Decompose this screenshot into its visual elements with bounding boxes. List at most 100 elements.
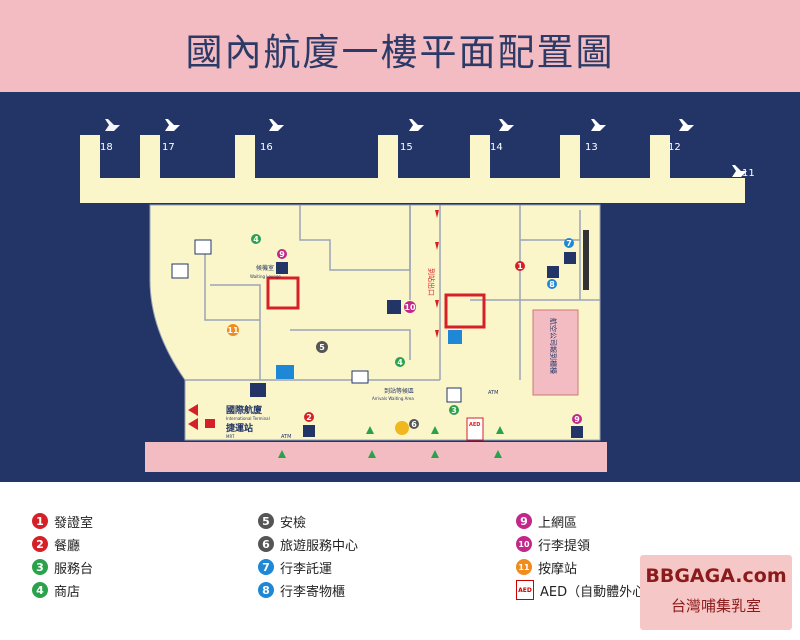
gate-label-18: 18 xyxy=(100,142,113,153)
legend-label-1: 發證室 xyxy=(54,515,94,531)
plane-icon-18 xyxy=(91,119,120,131)
legend-item-aed: AED AED（自動體外心 xyxy=(516,580,646,600)
legend-badge-8: 8 xyxy=(258,582,274,598)
map-markers: 4 9 1 7 8 10 11 5 4 3 2 6 9 xyxy=(227,234,582,429)
page-title: 國內航廈一樓平面配置圖 xyxy=(185,31,615,74)
legend-label-9: 上網區 xyxy=(538,515,578,531)
atm-label-2: ATM xyxy=(488,390,498,396)
gate-finger-17 xyxy=(140,135,160,180)
legend-badge-aed: AED xyxy=(516,580,534,600)
legend-label-3: 服務台 xyxy=(54,561,94,577)
tourist-icon xyxy=(395,421,409,435)
promo-brand: BBGAGA.com xyxy=(645,565,787,587)
gate-label-11: 11 xyxy=(742,168,755,179)
airline-counter-area xyxy=(532,309,579,396)
arrival-exit-label: 到站出口 xyxy=(427,268,436,296)
marker-5 xyxy=(316,341,328,353)
restroom-icon-2 xyxy=(448,330,462,344)
marker-4b-num: 4 xyxy=(397,358,403,367)
legend-label-11: 按摩站 xyxy=(538,561,578,577)
curbside-road xyxy=(145,442,607,472)
plane-icon-12 xyxy=(665,119,694,131)
legend-item-2: 2 餐廳 xyxy=(32,535,81,554)
marker-7 xyxy=(564,238,574,248)
waiting-lounge-en-label: Waiting Lounge xyxy=(250,274,282,279)
marker-3-num: 3 xyxy=(451,406,457,415)
gate-finger-13 xyxy=(560,135,580,180)
marker-10 xyxy=(404,301,416,313)
arrival-icon xyxy=(351,370,369,384)
marker-7-num: 7 xyxy=(566,239,572,248)
intl-arrow xyxy=(188,404,198,416)
marker-6-num: 6 xyxy=(411,420,417,429)
legend-label-5: 安檢 xyxy=(280,515,307,531)
legend-badge-1: 1 xyxy=(32,513,48,529)
title-banner: 國內航廈一樓平面配置圖 xyxy=(0,0,800,92)
gate-label-13: 13 xyxy=(585,142,598,153)
intl-terminal-en-label: International Terminal xyxy=(226,416,270,421)
marker-6 xyxy=(409,419,419,429)
mrt-icon xyxy=(205,419,215,428)
arrivals-waiting-label: 到站等候區 xyxy=(384,387,414,395)
promo-subtitle: 台灣哺集乳室 xyxy=(670,597,761,615)
legend-item-4: 4 商店 xyxy=(32,581,81,600)
marker-2-num: 2 xyxy=(306,413,312,422)
nursing-room-marker-west xyxy=(266,276,300,310)
legend-item-8: 8 行李寄物櫃 xyxy=(258,581,346,600)
gate-planes xyxy=(91,119,747,177)
marker-9b-num: 9 xyxy=(574,415,580,424)
legend-badge-3: 3 xyxy=(32,559,48,575)
gate-label-17: 17 xyxy=(162,142,175,153)
gate-label-15: 15 xyxy=(400,142,413,153)
aed-label: AED xyxy=(469,422,480,428)
legend-badge-11: 11 xyxy=(516,559,532,575)
marker-3 xyxy=(449,405,459,415)
plane-icon-11 xyxy=(718,165,747,177)
luggage-icon xyxy=(564,252,576,264)
intl-terminal-label: 國際航廈 xyxy=(226,404,263,416)
legend-label-aed: AED（自動體外心 xyxy=(540,584,646,600)
info-icon xyxy=(446,387,462,403)
legend-label-8: 行李寄物櫃 xyxy=(280,584,346,600)
legend-item-1: 1 發證室 xyxy=(32,512,94,531)
legend-item-11: 11 按摩站 xyxy=(516,558,578,577)
legend-badge-10: 10 xyxy=(516,536,532,552)
pillar xyxy=(583,230,589,290)
locker-icon xyxy=(547,266,559,278)
legend-badge-4: 4 xyxy=(32,582,48,598)
legend-badge-6: 6 xyxy=(258,536,274,552)
exit-direction-arrows xyxy=(435,210,439,338)
legend-label-2: 餐廳 xyxy=(54,538,81,554)
waiting-lounge-label: 候機室 xyxy=(256,264,274,272)
marker-8-num: 8 xyxy=(549,280,555,289)
gate-finger-11 xyxy=(710,178,745,203)
elevator-icon xyxy=(250,383,266,397)
legend-badge-5: 5 xyxy=(258,513,274,529)
legend-badge-2: 2 xyxy=(32,536,48,552)
legend-item-5: 5 安檢 xyxy=(258,512,307,531)
gate-finger-16 xyxy=(235,135,255,180)
marker-11 xyxy=(227,324,239,336)
gate-label-12: 12 xyxy=(668,142,681,153)
marker-5-num: 5 xyxy=(319,343,325,352)
restroom-icon xyxy=(276,365,294,379)
marker-4-num: 4 xyxy=(253,235,259,244)
marker-1-num: 1 xyxy=(517,262,523,271)
marker-4b xyxy=(395,357,405,367)
nursing-room-marker-east xyxy=(444,293,486,329)
marker-9 xyxy=(277,249,287,259)
marker-11-num: 11 xyxy=(227,326,239,335)
departure-icon xyxy=(194,239,212,255)
marker-9-num: 9 xyxy=(279,250,285,259)
marker-10-num: 10 xyxy=(404,303,416,312)
gate-finger-18 xyxy=(80,135,100,180)
baggage-icon xyxy=(387,300,401,314)
gate-label-16: 16 xyxy=(260,142,273,153)
gate-finger-14 xyxy=(470,135,490,180)
legend-label-4: 商店 xyxy=(54,584,81,600)
plane-icon-13 xyxy=(577,119,606,131)
